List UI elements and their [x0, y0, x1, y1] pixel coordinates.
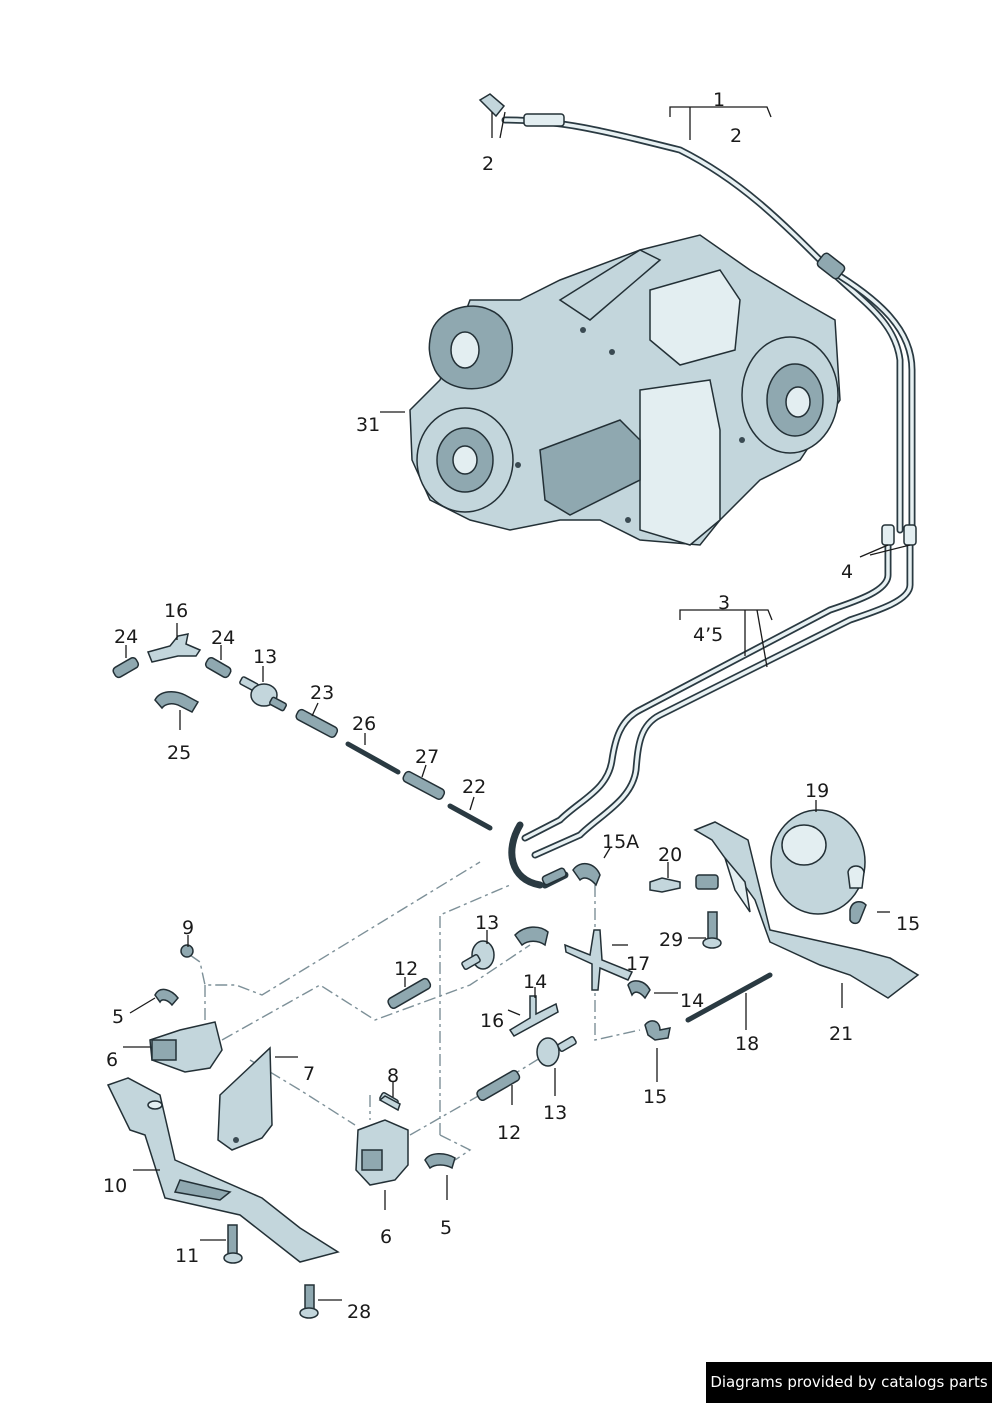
- callout-16: 16: [480, 1010, 504, 1032]
- small-parts-chain: [112, 633, 493, 831]
- leader-lines: [123, 106, 911, 1301]
- callout-5: 5: [440, 1217, 452, 1239]
- callout-21: 21: [829, 1023, 853, 1045]
- credit-text: Diagrams provided by catalogs parts: [710, 1373, 988, 1391]
- callout-6: 6: [380, 1226, 392, 1248]
- valves-and-connectors: [149, 863, 867, 1186]
- callout-1: 1: [713, 89, 725, 111]
- callout-15: 15: [896, 913, 920, 935]
- vacuum-hose-assembly-1: [478, 93, 916, 534]
- callout-4: 4: [841, 561, 853, 583]
- callout-15: 15: [643, 1086, 667, 1108]
- callout-25: 25: [167, 742, 191, 764]
- credit-banner: Diagrams provided by catalogs parts: [706, 1362, 992, 1403]
- callout-24: 24: [114, 626, 138, 648]
- callout-13: 13: [543, 1102, 567, 1124]
- callout-29: 29: [659, 929, 683, 951]
- rear-final-drive-31: [409, 234, 841, 546]
- callout-9: 9: [182, 917, 194, 939]
- vacuum-hose-assembly-3: [508, 536, 914, 889]
- callout-22: 22: [462, 776, 486, 798]
- callout-23: 23: [310, 682, 334, 704]
- callout-19: 19: [805, 780, 829, 802]
- callout-8: 8: [387, 1065, 399, 1087]
- callout-2: 2: [730, 125, 742, 147]
- callout-13: 13: [253, 646, 277, 668]
- callout-2: 2: [482, 153, 494, 175]
- callout-14: 14: [680, 990, 704, 1012]
- callout-31: 31: [356, 414, 380, 436]
- callout-27: 27: [415, 746, 439, 768]
- callout-7: 7: [303, 1063, 315, 1085]
- callout-11: 11: [175, 1245, 199, 1267]
- callout-12: 12: [497, 1122, 521, 1144]
- callout-20: 20: [658, 844, 682, 866]
- callout-12: 12: [394, 958, 418, 980]
- callout-14: 14: [523, 971, 547, 993]
- callout-5: 5: [112, 1006, 124, 1028]
- callout-17: 17: [626, 953, 650, 975]
- callout-4-5: 4’5: [693, 624, 723, 646]
- vacuum-reservoir-19: [770, 809, 866, 915]
- callout-3: 3: [718, 592, 730, 614]
- callout-24: 24: [211, 627, 235, 649]
- hose-connectors-4: [881, 524, 917, 546]
- brackets: [106, 821, 920, 1263]
- callout-10: 10: [103, 1175, 127, 1197]
- callout-18: 18: [735, 1033, 759, 1055]
- callout-16: 16: [164, 600, 188, 622]
- callout-15a: 15A: [602, 831, 639, 853]
- callout-6: 6: [106, 1049, 118, 1071]
- callout-13: 13: [475, 912, 499, 934]
- callout-28: 28: [347, 1301, 371, 1323]
- callout-labels: 1 2 2 3 4 4’5 5 5 6 6 7 8 9 10 11 12 12 …: [103, 89, 920, 1323]
- callout-26: 26: [352, 713, 376, 735]
- bolts: [223, 877, 722, 1319]
